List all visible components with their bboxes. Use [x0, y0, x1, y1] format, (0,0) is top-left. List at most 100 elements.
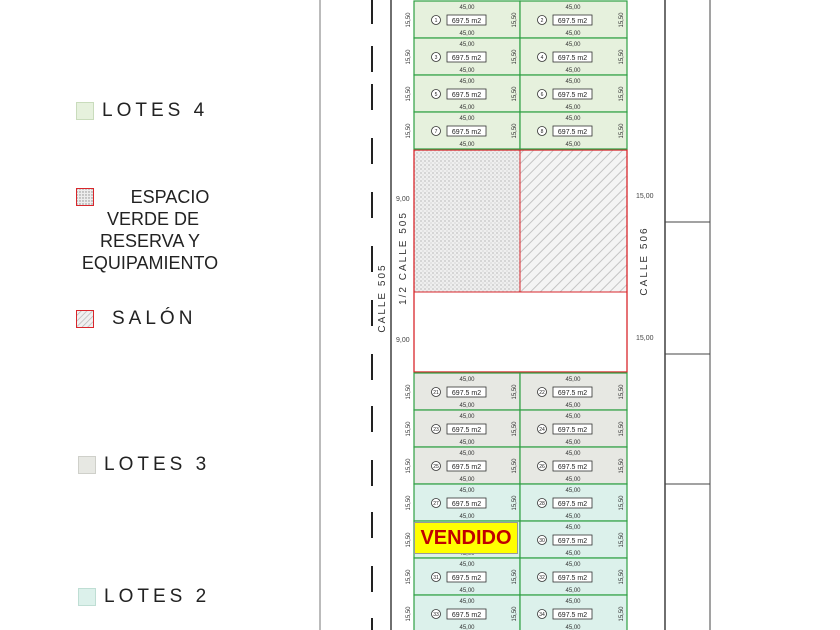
- lot-area-box: [446, 608, 487, 620]
- legend-espacio-line-4: EQUIPAMIENTO: [81, 253, 219, 273]
- lot-number: 1: [435, 18, 438, 24]
- lot-area: 697.5 m2: [452, 501, 481, 508]
- lot-area: 697.5 m2: [558, 427, 587, 434]
- lot-number-marker: [537, 572, 547, 582]
- lot-number-marker: [537, 52, 547, 62]
- lot-width-dim: 45,00: [459, 42, 475, 48]
- lot-area: 697.5 m2: [558, 92, 587, 99]
- lot-depth-dim: 15,50: [619, 86, 625, 102]
- legend-swatch-lotes-2: [78, 588, 96, 606]
- dim-reserve-top: 9,00: [396, 196, 410, 203]
- lot-width-dim: 45,00: [459, 79, 475, 85]
- lot-area: 697.5 m2: [558, 538, 587, 545]
- lot-area: 697.5 m2: [452, 390, 481, 397]
- street-label-half-calle-505: 1/2 CALLE 505: [398, 211, 409, 305]
- lot-depth-dim: 15,50: [406, 384, 412, 400]
- lot-width-dim: 45,00: [459, 142, 475, 148]
- lot-width-dim: 45,00: [459, 116, 475, 122]
- lot-area: 697.5 m2: [452, 612, 481, 619]
- lot-number-marker: [431, 89, 441, 99]
- lot-depth-dim: 15,50: [406, 123, 412, 139]
- sold-badge: VENDIDO: [414, 522, 518, 554]
- lot-depth-dim: 15,50: [619, 123, 625, 139]
- legend-salon: SALÓN: [76, 308, 196, 330]
- lot-number-marker: [431, 498, 441, 508]
- lot-width-dim: 45,00: [459, 551, 475, 557]
- lot-area: 697.5 m2: [558, 501, 587, 508]
- lot-width-dim: 45,00: [565, 477, 581, 483]
- lot-number: 22: [539, 390, 545, 396]
- lot-width-dim: 45,00: [459, 625, 475, 630]
- lot-depth-dim: 15,50: [512, 458, 518, 474]
- legend-swatch-espacio-verde: [76, 188, 94, 206]
- lot-number-marker: [537, 89, 547, 99]
- street-label-calle-506: CALLE 506: [639, 226, 650, 295]
- lot-number: 27: [433, 501, 439, 507]
- lot-area: 697.5 m2: [452, 55, 481, 62]
- lot-area-box: [446, 125, 487, 137]
- lot-number: 21: [433, 390, 439, 396]
- lot-area-box: [446, 386, 487, 398]
- lot-width-dim: 45,00: [459, 488, 475, 494]
- lot-width-dim: 45,00: [565, 488, 581, 494]
- lot-width-dim: 45,00: [565, 514, 581, 520]
- lot-depth-dim: 15,50: [406, 532, 412, 548]
- lot-number-marker: [431, 387, 441, 397]
- lot-width-dim: 45,00: [565, 105, 581, 111]
- lot-area: 697.5 m2: [452, 129, 481, 136]
- lot-number-marker: [537, 609, 547, 619]
- lot-width-dim: 45,00: [565, 68, 581, 74]
- dim-reserve-bottom: 9,00: [396, 337, 410, 344]
- lot-area: 697.5 m2: [558, 390, 587, 397]
- lot-width-dim: 45,00: [459, 377, 475, 383]
- lot-number-marker: [537, 387, 547, 397]
- lot-area-box: [552, 88, 593, 100]
- lot-area: 697.5 m2: [452, 92, 481, 99]
- legend-espacio-verde: ESPACIO VERDE DE RESERVA Y EQUIPAMIENTO: [70, 186, 230, 274]
- lot-area-box: [552, 51, 593, 63]
- legend-label-salon: SALÓN: [112, 308, 197, 329]
- lot-area: 697.5 m2: [558, 55, 587, 62]
- lot-number-marker: [431, 126, 441, 136]
- lot-area-box: [552, 460, 593, 472]
- lot-area-box: [446, 88, 487, 100]
- dim-right-bottom: 15,00: [636, 335, 654, 342]
- lot-width-dim: 45,00: [565, 551, 581, 557]
- lot-area: 697.5 m2: [558, 18, 587, 25]
- lot-area-box: [446, 51, 487, 63]
- lot-number: 33: [433, 612, 439, 618]
- lot-depth-dim: 15,50: [512, 49, 518, 65]
- lot-depth-dim: 15,50: [619, 49, 625, 65]
- lot-number: 4: [541, 55, 544, 61]
- lot-width-dim: 45,00: [565, 525, 581, 531]
- legend-swatch-lotes-3: [78, 456, 96, 474]
- lot-width-dim: 45,00: [565, 599, 581, 605]
- lot-number: 24: [539, 427, 545, 433]
- legend-espacio-line-1: ESPACIO: [130, 187, 210, 207]
- lot-depth-dim: 15,50: [406, 49, 412, 65]
- lot-width-dim: 45,00: [459, 477, 475, 483]
- lot-number: 3: [435, 55, 438, 61]
- lot-number-marker: [431, 609, 441, 619]
- lot-depth-dim: 15,50: [619, 421, 625, 437]
- lot-area: 697.5 m2: [558, 129, 587, 136]
- lot-area: 697.5 m2: [558, 464, 587, 471]
- lot-depth-dim: 15,50: [512, 384, 518, 400]
- lot-number-marker: [431, 15, 441, 25]
- lot-depth-dim: 15,50: [619, 532, 625, 548]
- legend-espacio-line-3: RESERVA Y: [99, 231, 201, 251]
- lot-area-box: [552, 534, 593, 546]
- lot-depth-dim: 15,50: [512, 123, 518, 139]
- lot-width-dim: 45,00: [459, 5, 475, 11]
- legend-lotes-4: LOTES 4: [76, 100, 208, 122]
- lot-width-dim: 45,00: [459, 440, 475, 446]
- lot-width-dim: 45,00: [565, 116, 581, 122]
